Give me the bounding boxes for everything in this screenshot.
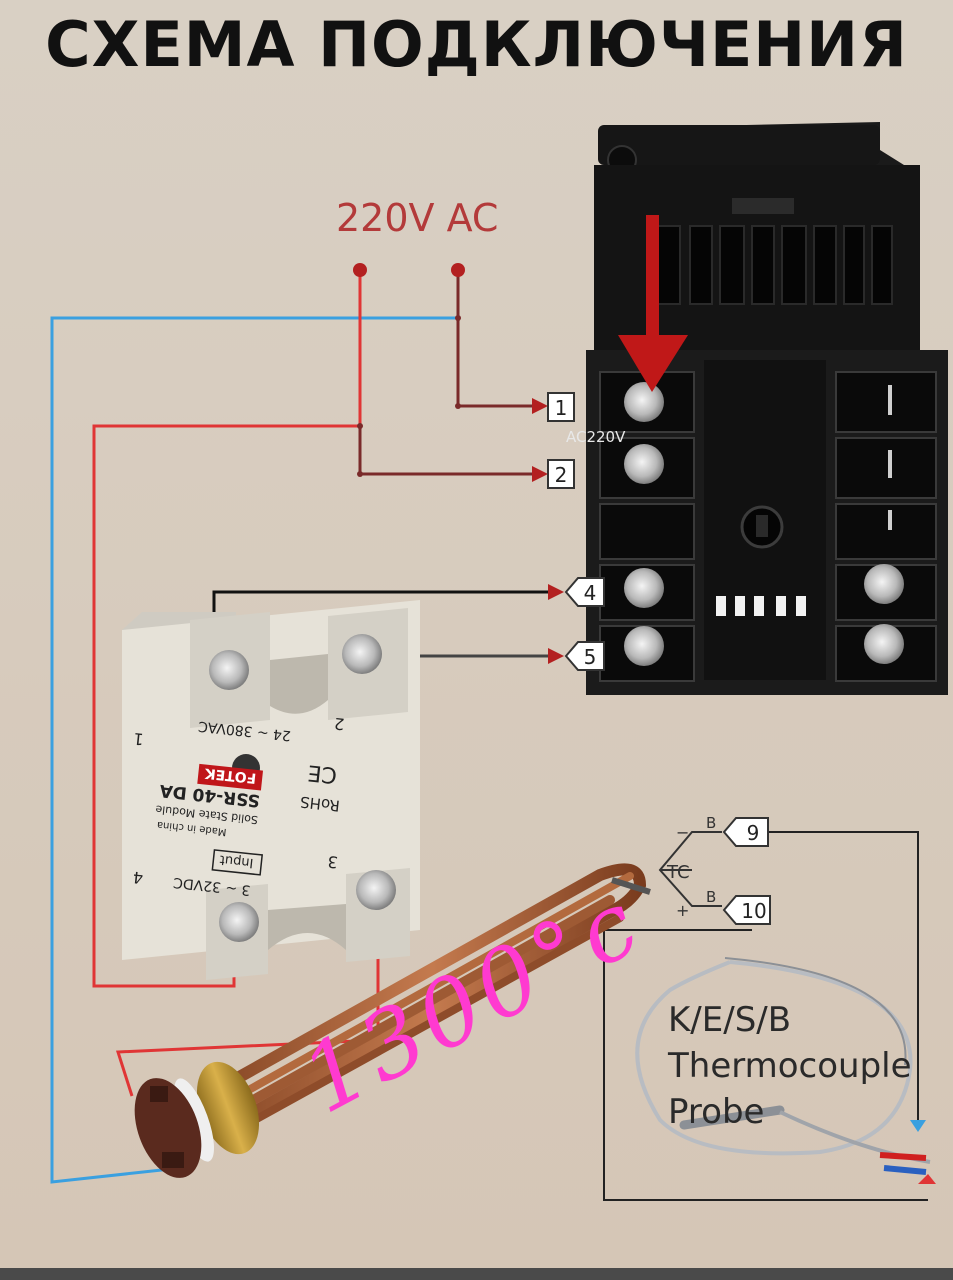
ssr-pin-1: 1 <box>132 729 144 749</box>
terminal-1-label: 1 <box>555 396 568 420</box>
ssr-input-label: Input <box>219 852 254 870</box>
terminal-10-label: 10 <box>741 899 766 923</box>
ssr-pin-2: 2 <box>333 714 345 734</box>
page-title: СХЕМА ПОДКЛЮЧЕНИЯ <box>45 8 908 81</box>
bottom-bar <box>0 1268 953 1280</box>
tc-label: TC <box>666 862 690 883</box>
terminal-5-label: 5 <box>584 645 597 669</box>
red-arrow-icon <box>618 215 688 392</box>
terminal-9-label: 9 <box>747 821 760 845</box>
minus-label: − <box>676 823 689 842</box>
supply-voltage-label: 220V AC <box>336 196 499 240</box>
b-label-top: B <box>706 814 716 832</box>
ssr-ce: CE <box>307 759 339 787</box>
solid-state-relay: 3 ~ 32VDC Input Made in china Solid Stat… <box>122 600 420 980</box>
terminal-2-label: 2 <box>555 463 568 487</box>
ssr-rohs: RoHS <box>299 793 340 815</box>
supply-terminals <box>353 263 465 477</box>
terminal-4-label: 4 <box>584 581 597 605</box>
terminal-markers: 1 2 4 5 9 10 <box>532 392 771 925</box>
controller-screws <box>624 382 904 666</box>
plus-label: + <box>676 901 689 920</box>
ssr-pin-4: 4 <box>132 868 144 888</box>
thermocouple-probe <box>635 957 936 1184</box>
heating-element <box>134 863 651 1178</box>
probe-type-label: K/E/S/B <box>668 1000 792 1040</box>
probe-kind-label: Probe <box>668 1092 765 1132</box>
ssr-brand: FOTEK <box>203 764 257 785</box>
probe-name-label: Thermocouple <box>668 1046 912 1086</box>
b-label-bottom: B <box>706 888 716 906</box>
ac-label: AC220V <box>566 428 626 446</box>
ssr-pin-3: 3 <box>327 852 339 872</box>
temperature-controller: AC220V <box>566 122 948 695</box>
thermocouple-symbol: TC B B − + <box>658 814 722 920</box>
